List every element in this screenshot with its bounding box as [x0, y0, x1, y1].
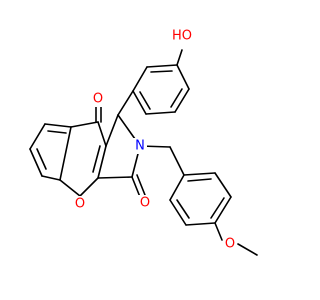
bond-ring-b-3-inner — [210, 197, 225, 219]
bond-ring-b-1-inner — [187, 178, 212, 182]
bond-o4-c4a — [59, 179, 81, 197]
bonds — [29, 49, 258, 256]
bond-ar-ome — [214, 222, 223, 241]
bond-ring-a-4 — [145, 111, 176, 115]
bond-c3a-c9a-inner — [92, 145, 101, 173]
bond-ring-b-3 — [214, 196, 232, 224]
bond-ring-a-3 — [132, 90, 147, 115]
hydroxyl-text: HO — [172, 29, 192, 44]
bond-c3-o-2 — [136, 174, 146, 196]
bond-ring-a-3-inner — [139, 91, 151, 110]
atom-labels: HO O O O N O — [73, 28, 237, 252]
ketone-oxygen-label: O — [91, 91, 105, 107]
bond-ring-a-6 — [176, 64, 190, 90]
bond-ring-a-1 — [146, 64, 178, 68]
bond-ring-a-2 — [132, 66, 148, 92]
bond-ch2-ar — [169, 146, 185, 176]
nitrogen-label: N — [133, 138, 147, 154]
bond-ring-b-2 — [214, 172, 232, 198]
bond-c9-c9a — [97, 121, 107, 147]
ketone-oxygen-text: O — [93, 92, 103, 107]
bond-c1-c9a — [105, 114, 119, 147]
bond-c3-c3a — [97, 176, 133, 179]
bond-ring-b-4 — [185, 222, 216, 226]
bond-ring-a-5-inner — [170, 88, 183, 108]
bond-ring-b-5-inner — [176, 199, 190, 219]
ring-oxygen-label: O — [73, 196, 87, 212]
bond-o-me — [237, 243, 258, 256]
bond-benzo-4 — [29, 148, 43, 177]
molecule-diagram: HO O O O N O — [29, 28, 258, 256]
bond-benzo-3 — [29, 123, 46, 150]
ether-oxygen-label: O — [223, 236, 237, 252]
ring-oxygen-text: O — [75, 197, 85, 212]
bond-benzo-1 — [59, 126, 72, 181]
bond-ring-b-6 — [169, 174, 185, 201]
imide-oxygen-label: O — [138, 195, 152, 211]
bond-ho-c — [176, 49, 183, 66]
bond-benzo-4-inner — [36, 148, 47, 170]
bond-c9-c8a — [70, 121, 99, 128]
bond-ring-b-1 — [183, 172, 216, 176]
bond-c3-o — [131, 176, 141, 198]
bond-benzo-2-inner — [47, 130, 67, 134]
imide-oxygen-text: O — [140, 196, 150, 211]
bond-aryl-c1 — [117, 90, 134, 116]
nitrogen-text: N — [135, 139, 145, 154]
bond-c3a-c9a — [97, 145, 107, 179]
bond-ring-b-5 — [169, 199, 187, 226]
bond-benzo-5 — [41, 175, 61, 181]
ether-oxygen-text: O — [225, 237, 235, 252]
hydroxyl-label: HO — [170, 28, 194, 44]
bond-benzo-2 — [44, 123, 72, 128]
bond-ring-a-5 — [174, 88, 190, 113]
bond-ring-a-1-inner — [150, 70, 173, 73]
bond-c3a-o4 — [79, 177, 99, 197]
